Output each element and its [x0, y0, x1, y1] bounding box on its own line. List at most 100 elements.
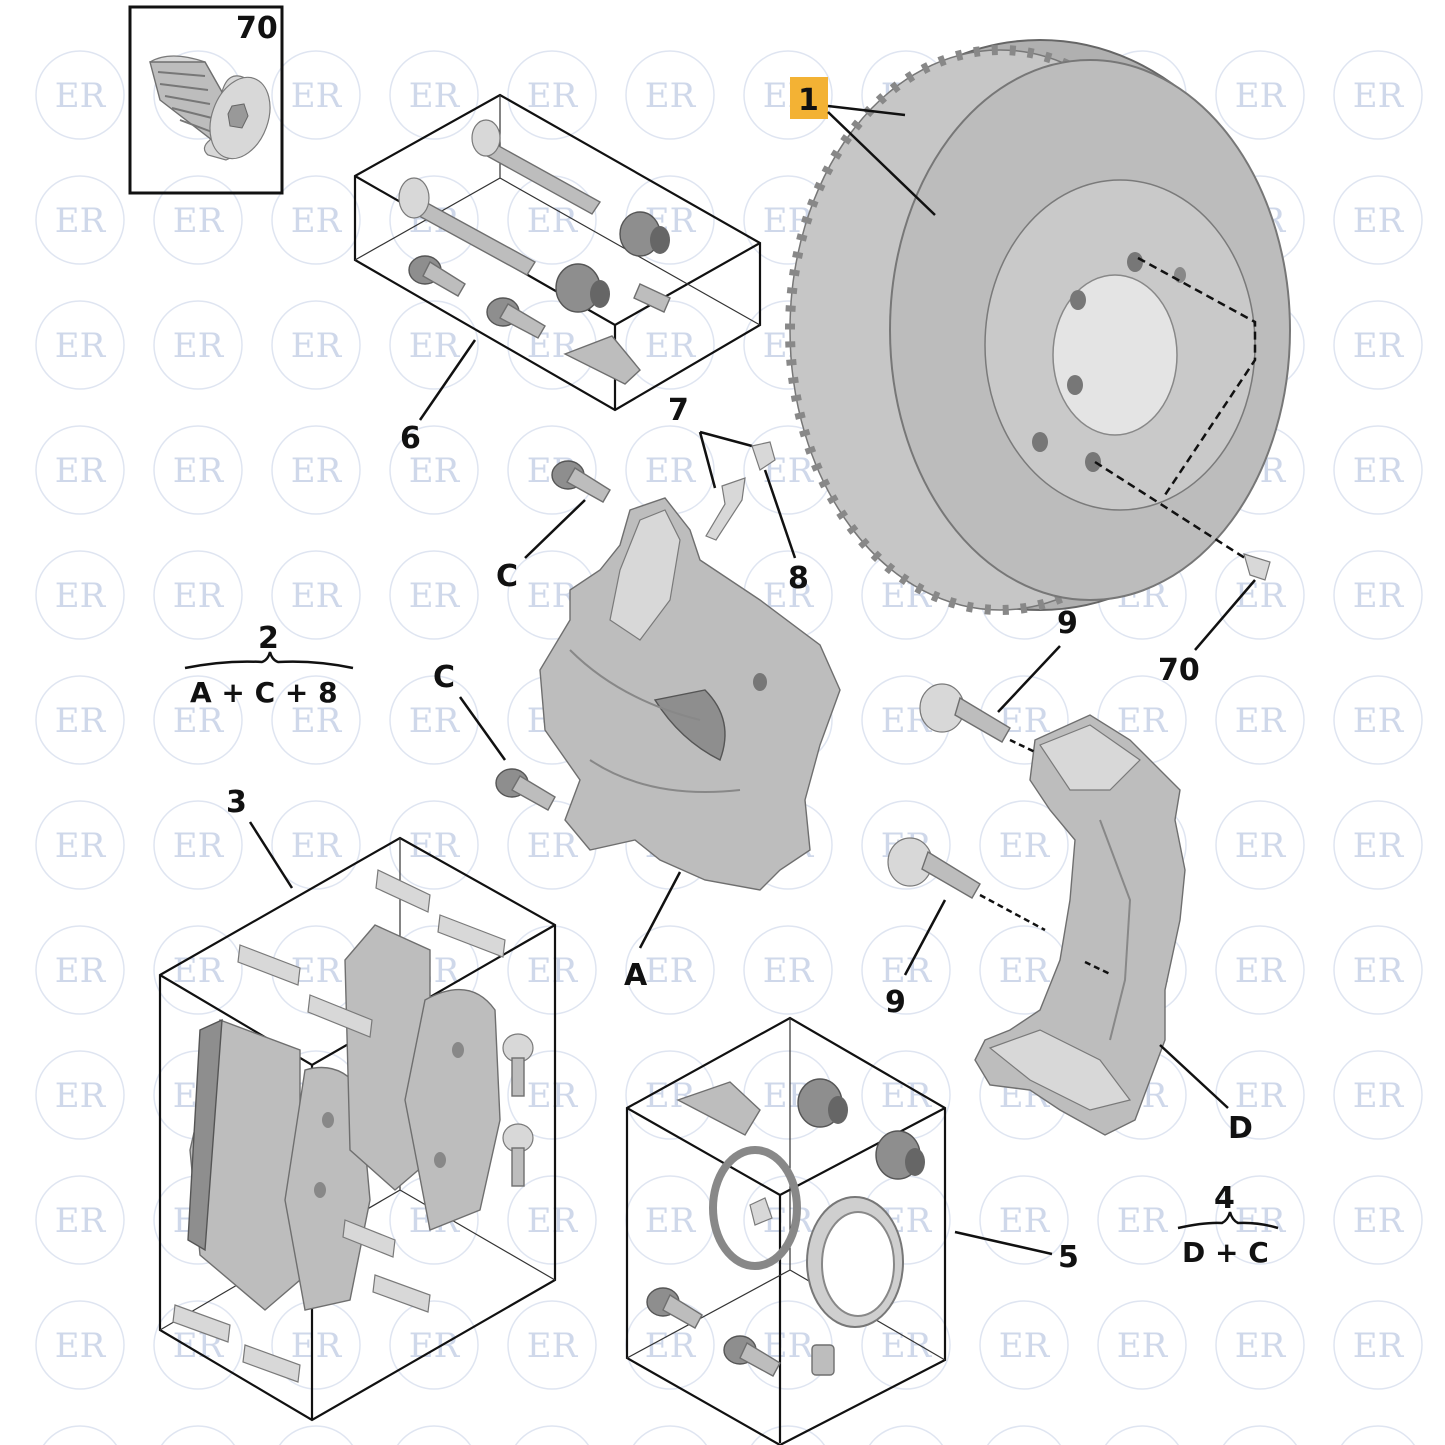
rubber-boot-icon [555, 263, 610, 313]
watermark-text: ER [1235, 1076, 1287, 1116]
watermark-text: ER [527, 76, 579, 116]
leader-1 [827, 104, 936, 216]
bolt-icon [408, 255, 466, 297]
watermark-tile: ER [750, 1425, 826, 1445]
leader-screw-dashed [1094, 256, 1257, 562]
watermark-text: ER [409, 326, 461, 366]
watermark-tile: ER [1333, 675, 1423, 765]
pad-clip-icon [307, 994, 373, 1038]
watermark-text: ER [173, 701, 225, 741]
watermark-tile: ER [271, 300, 361, 390]
inset-box-screw: 70 [128, 5, 284, 195]
callout-bleed-cap: 8 [788, 561, 809, 596]
guide-pin-icon [471, 119, 602, 215]
guide-pin-kit-box [353, 93, 762, 412]
carrier-bolt-icon [887, 837, 981, 899]
watermark-text: ER [409, 76, 461, 116]
stud-hole [1070, 290, 1086, 310]
watermark-tile: ER [35, 1175, 125, 1265]
caliper-bolt-icon [551, 460, 611, 503]
callout-caliper-bolt-lower: C [433, 660, 455, 695]
watermark-text: ER [173, 951, 225, 991]
leader-d [1159, 1044, 1229, 1109]
watermark-text: ER [645, 1201, 697, 1241]
watermark-tile: ER [868, 1425, 944, 1445]
watermark-tile: ER [1333, 550, 1423, 640]
watermark-text: ER [1235, 1201, 1287, 1241]
watermark-text: ER [1353, 201, 1405, 241]
watermark-text: ER [55, 576, 107, 616]
watermark-tile: ER [153, 675, 243, 765]
leader-70 [1194, 579, 1256, 651]
watermark-text: ER [55, 76, 107, 116]
watermark-tile: ER [271, 800, 361, 890]
watermark-tile: ER [507, 925, 597, 1015]
watermark-text: ER [1353, 826, 1405, 866]
watermark-text: ER [881, 1326, 933, 1366]
watermark-text: ER [1353, 76, 1405, 116]
grease-sachet-icon [563, 335, 641, 385]
stud-hole [1067, 375, 1083, 395]
watermark-text: ER [173, 326, 225, 366]
watermark-text: ER [55, 1201, 107, 1241]
callout-caliper-bolt-upper: C [496, 559, 518, 594]
watermark-text: ER [409, 701, 461, 741]
watermark-tile: ER [1215, 925, 1305, 1015]
piston-seal-icon [709, 1146, 801, 1270]
watermark-tile: ER [1215, 800, 1305, 890]
guide-pin-icon [398, 177, 536, 276]
watermark-text: ER [173, 576, 225, 616]
leader-6 [418, 339, 477, 421]
stud-hole [1127, 252, 1143, 272]
watermark-tile: ER [507, 1175, 597, 1265]
callout-disc: 1 [798, 83, 819, 118]
bushing-icon [633, 283, 671, 313]
leader-c-upper [524, 499, 586, 559]
watermark-tile: ER [1333, 50, 1423, 140]
watermark-tile: ER [1333, 1050, 1423, 1140]
watermark-text: ER [999, 826, 1051, 866]
brace-icon [184, 651, 354, 670]
watermark-text: ER [645, 1326, 697, 1366]
watermark-tile: ER [861, 675, 951, 765]
watermark-tile: ER [271, 1300, 361, 1390]
watermark-tile: ER [514, 1425, 590, 1445]
watermark-tile: ER [389, 300, 479, 390]
watermark-text: ER [173, 826, 225, 866]
watermark-tile: ER [160, 1425, 236, 1445]
pad-clip-icon [342, 1219, 396, 1258]
watermark-text: ER [645, 76, 697, 116]
caliper-carrier [974, 714, 1186, 1136]
watermark-tile: ER [861, 925, 951, 1015]
watermark-text: ER [527, 1076, 579, 1116]
watermark-tile: ER [35, 1050, 125, 1140]
watermark-text: ER [291, 1326, 343, 1366]
grease-sachet-icon [676, 1081, 761, 1136]
leader-c-lower [458, 696, 507, 761]
caliper-bolt-icon [495, 768, 556, 811]
watermark-tile: ER [35, 1300, 125, 1390]
pad-set-box [158, 836, 557, 1422]
watermark-text: ER [291, 326, 343, 366]
watermark-text: ER [645, 326, 697, 366]
callout-carrier: D [1228, 1111, 1253, 1146]
bleed-screw-icon [705, 477, 746, 541]
leader-bolt-path [979, 893, 1113, 977]
watermark-text: ER [999, 951, 1051, 991]
watermark-tile: ER [396, 1425, 472, 1445]
watermark-text: ER [55, 701, 107, 741]
watermark-tile: ER [507, 50, 597, 140]
watermark-text: ER [999, 701, 1051, 741]
callout-carrier-kit: 4 [1214, 1181, 1235, 1216]
callout-highlight [790, 77, 828, 119]
leader-3 [248, 821, 294, 889]
watermark-text: ER [1235, 1326, 1287, 1366]
pad-clip-icon [242, 1344, 301, 1383]
watermark-tile: ER [1215, 1300, 1305, 1390]
watermark-text: ER [1235, 951, 1287, 991]
watermark-tile: ER [35, 50, 125, 140]
watermark-tile: ER [1333, 300, 1423, 390]
watermark-text: ER [291, 576, 343, 616]
watermark-text: ER [55, 951, 107, 991]
countersunk-screw-icon [149, 55, 271, 161]
